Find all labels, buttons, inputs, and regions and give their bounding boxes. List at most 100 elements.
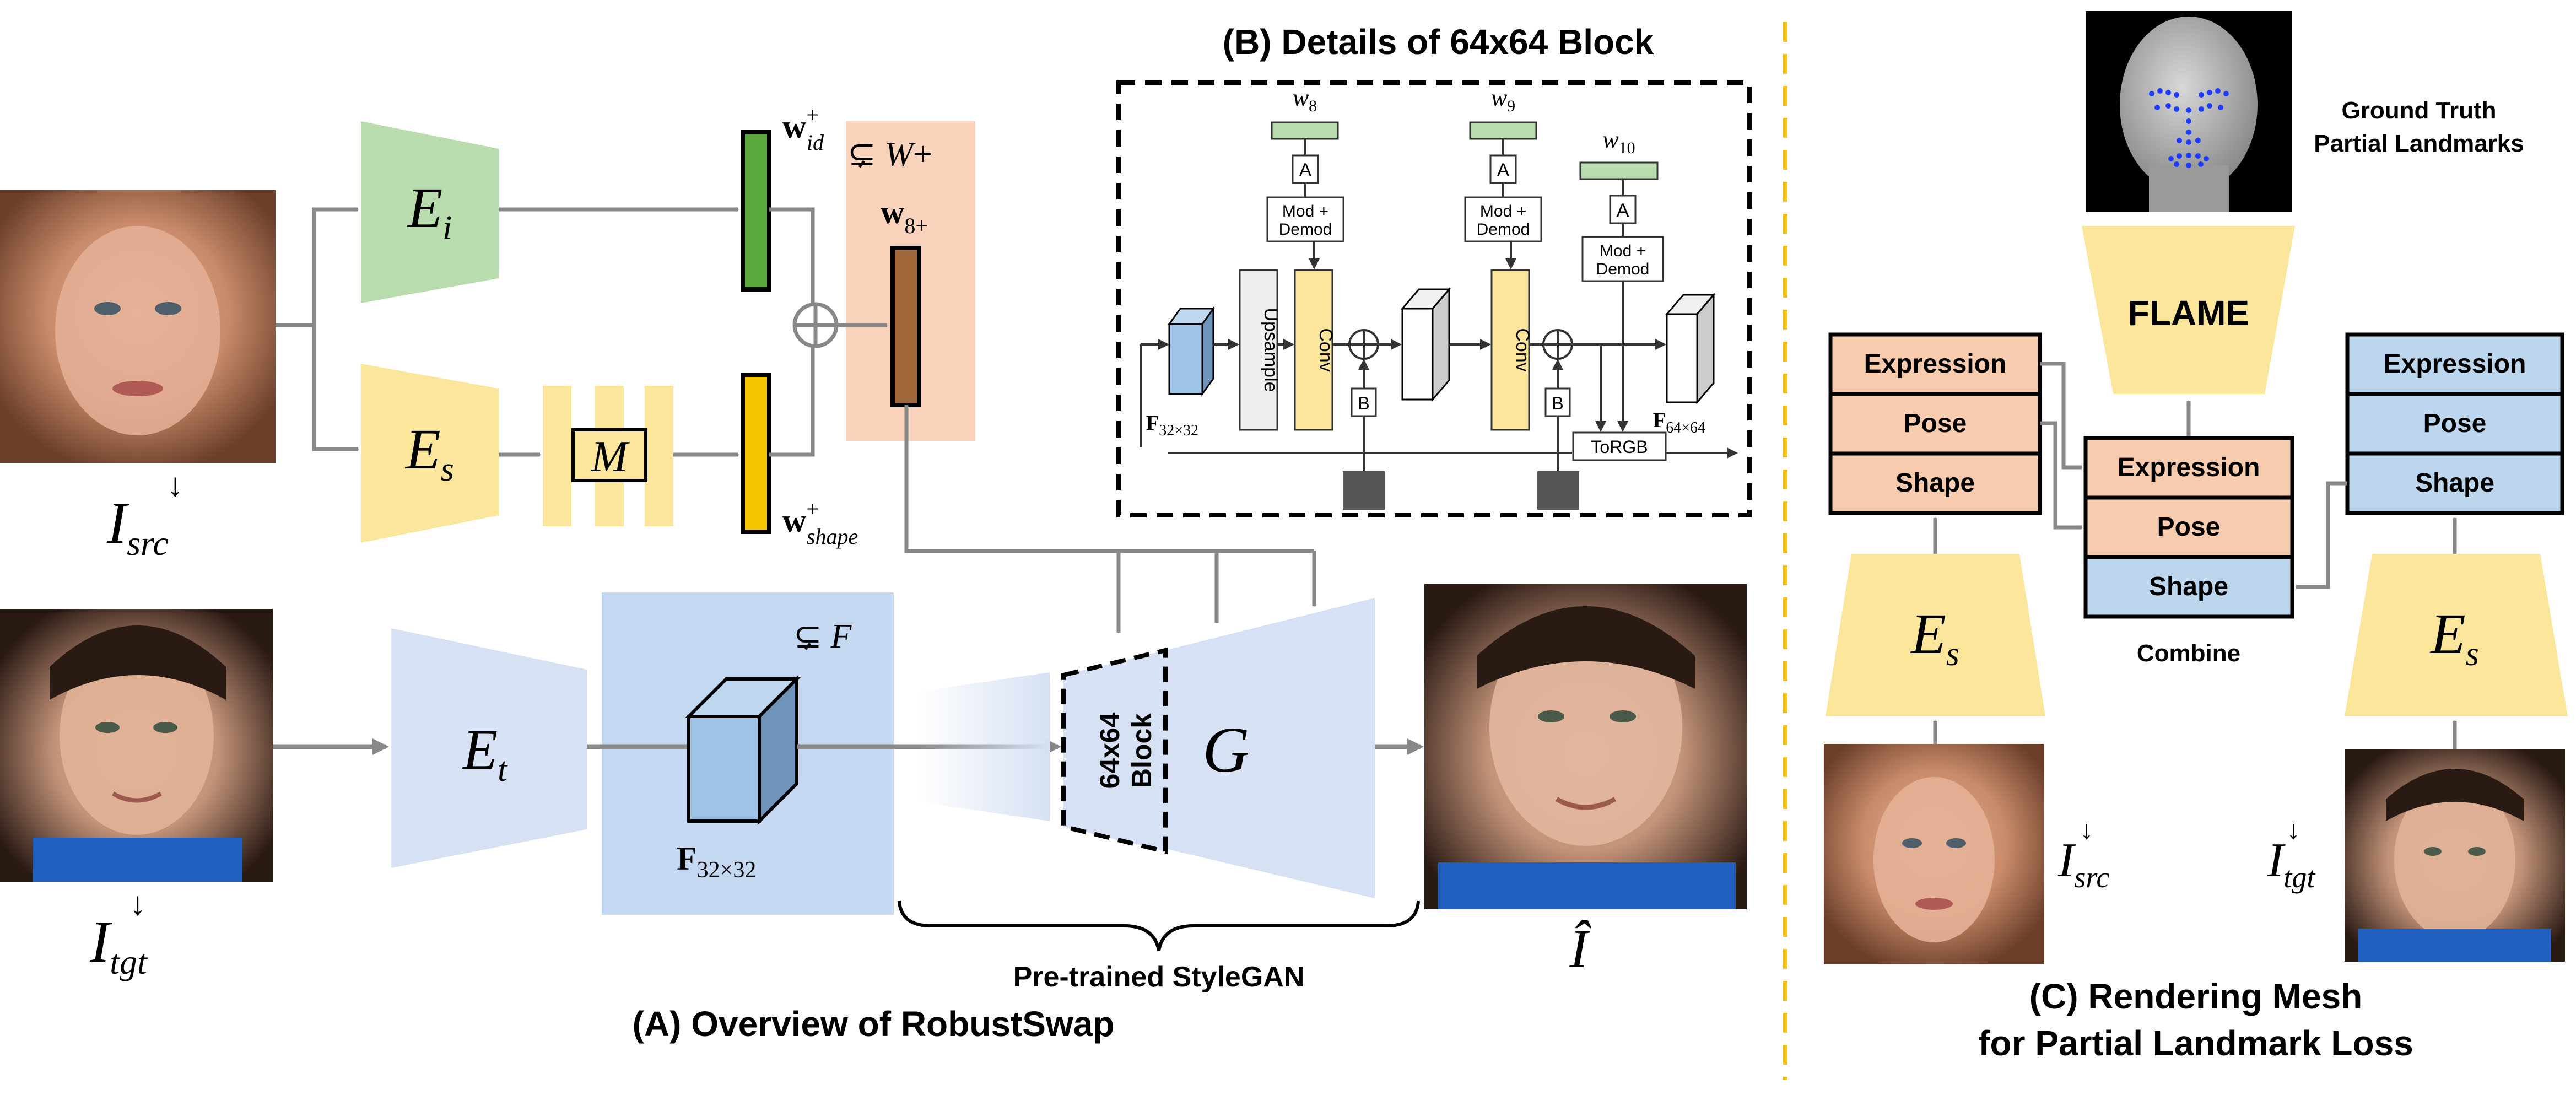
combined-pose-label: Pose bbox=[2157, 513, 2221, 542]
panel-a-caption: (A) Overview of RobustSwap bbox=[633, 1004, 1115, 1044]
arrow-src-expression-to-combine bbox=[2040, 362, 2083, 470]
arrow-to-ei bbox=[276, 207, 359, 327]
f32-cube bbox=[1168, 306, 1215, 397]
combined-params: Expression Pose Shape bbox=[2083, 436, 2294, 619]
source-input-label: Isrc bbox=[106, 490, 169, 563]
affine-3-label: A bbox=[1617, 200, 1629, 221]
conv2-box bbox=[1490, 269, 1530, 431]
upsample-label: Upsample bbox=[1260, 308, 1281, 392]
generator-label: G bbox=[1202, 714, 1249, 786]
feature-cube bbox=[684, 675, 801, 826]
flame-model bbox=[2082, 226, 2295, 394]
panel-c-source-encoder-label: Es bbox=[1910, 602, 1959, 673]
panel-c-target-encoder bbox=[2345, 554, 2568, 716]
flame-label: FLAME bbox=[2128, 293, 2249, 333]
affine-1 bbox=[1292, 154, 1319, 184]
conv2-label: Conv bbox=[1512, 328, 1533, 371]
moddemod-3-line2: Demod bbox=[1596, 260, 1650, 278]
shape-encoder-label: Es bbox=[404, 418, 454, 488]
noise-b-1-label: B bbox=[1358, 393, 1369, 413]
panel-c-source-encoder bbox=[1826, 554, 2045, 716]
shape-encoder bbox=[361, 364, 499, 543]
generator-faded-front bbox=[917, 672, 1050, 821]
style-w8-bar bbox=[1271, 121, 1339, 140]
noise-b-2-label: B bbox=[1552, 393, 1563, 413]
target-pose-label: Pose bbox=[2423, 409, 2487, 438]
identity-encoder bbox=[361, 121, 499, 303]
noise-add-1 bbox=[1348, 329, 1379, 360]
wplus-subset-label: ⊊ W+ bbox=[847, 136, 932, 173]
moddemod-2-line2: Demod bbox=[1477, 220, 1530, 239]
style-w10-bar bbox=[1579, 161, 1659, 180]
64x64-block bbox=[1061, 647, 1168, 855]
panel-c-target-encoder-label: Es bbox=[2429, 602, 2479, 673]
affine-1-label: A bbox=[1299, 160, 1312, 181]
moddemod-1-line2: Demod bbox=[1279, 220, 1332, 239]
combine-label: Combine bbox=[2137, 640, 2240, 667]
upsample-box bbox=[1239, 269, 1278, 431]
panel-c-source-label: Isrc bbox=[2057, 834, 2109, 894]
moddemod-1 bbox=[1266, 196, 1344, 242]
line-wid-to-sum bbox=[769, 207, 815, 306]
output-label: Î bbox=[1569, 918, 1591, 979]
w-shape-latent bbox=[741, 373, 771, 534]
noise-map-2 bbox=[1537, 471, 1579, 510]
conv1-label: Conv bbox=[1315, 328, 1336, 371]
line-wshape-to-sum bbox=[769, 344, 815, 457]
feature-subset-label: ⊊ F bbox=[793, 618, 852, 655]
moddemod-2 bbox=[1464, 196, 1542, 242]
panel-c: Ground Truth Partial Landmarks FLAME Exp… bbox=[1824, 11, 2568, 1063]
target-expression-cell bbox=[2345, 332, 2564, 396]
noise-add-2 bbox=[1542, 329, 1573, 360]
gt-label-line2: Partial Landmarks bbox=[2314, 130, 2524, 157]
target-face-image bbox=[0, 609, 273, 882]
w8-latent bbox=[890, 246, 921, 407]
arrow-src-pose-to-combine bbox=[2040, 421, 2083, 530]
target-encoder-label: Et bbox=[462, 718, 509, 789]
mapper-label: M bbox=[591, 433, 630, 481]
source-down-arrow: ↓ bbox=[167, 467, 183, 503]
style-w10-label: w10 bbox=[1602, 126, 1635, 157]
noise-b-2 bbox=[1544, 387, 1571, 417]
moddemod-2-line1: Mod + bbox=[1480, 202, 1526, 220]
identity-encoder-label: Ei bbox=[407, 176, 452, 247]
source-expression-label: Expression bbox=[1864, 349, 2007, 379]
block-detail-frame bbox=[1116, 80, 1752, 517]
target-pose-cell bbox=[2345, 392, 2564, 456]
affine-3 bbox=[1609, 195, 1637, 224]
arrow-tgt-shape-to-combine bbox=[2295, 481, 2347, 589]
panel-c-caption-line2: for Partial Landmark Loss bbox=[1978, 1023, 2413, 1063]
mid-feature-cube bbox=[1400, 287, 1451, 402]
target-encoder bbox=[391, 628, 587, 868]
w-id-label: w+id bbox=[782, 103, 824, 155]
affine-2 bbox=[1489, 154, 1517, 184]
f32-label: F32×32 bbox=[1146, 412, 1198, 439]
block-label: 64x64Block bbox=[1094, 712, 1157, 789]
panel-b-title: (B) Details of 64x64 Block bbox=[1223, 22, 1654, 62]
target-expression-label: Expression bbox=[2384, 349, 2526, 379]
output-face-image bbox=[1424, 584, 1747, 909]
affine-2-label: A bbox=[1497, 160, 1510, 181]
source-pose-label: Pose bbox=[1904, 409, 1967, 438]
panel-c-caption-line1: (C) Rendering Mesh bbox=[2029, 977, 2362, 1016]
target-input-label: Itgt bbox=[89, 909, 148, 981]
moddemod-3-line1: Mod + bbox=[1600, 242, 1646, 260]
moddemod-1-line1: Mod + bbox=[1282, 202, 1328, 220]
w-shape-label: w+shape bbox=[782, 497, 858, 549]
generator-body bbox=[1165, 598, 1375, 898]
style-w8-label: w8 bbox=[1293, 84, 1317, 115]
panel-b: (B) Details of 64x64 Block F32×32 Upsamp… bbox=[1116, 22, 1752, 517]
panel-a: Isrc ↓ Itgt ↓ Ei Es bbox=[0, 103, 1747, 1044]
noise-map-1 bbox=[1343, 471, 1385, 510]
gt-landmark-image bbox=[2086, 11, 2292, 212]
panel-c-target-label: Itgt bbox=[2267, 834, 2316, 894]
conv1-box bbox=[1294, 269, 1333, 431]
style-w9-label: w9 bbox=[1491, 84, 1515, 115]
combined-expression-label: Expression bbox=[2118, 453, 2260, 482]
arrow-to-es bbox=[312, 325, 359, 451]
panel-c-source-image bbox=[1824, 744, 2044, 964]
panel-c-target-arrow: ↓ bbox=[2287, 816, 2300, 845]
target-params: Expression Pose Shape bbox=[2345, 332, 2564, 515]
